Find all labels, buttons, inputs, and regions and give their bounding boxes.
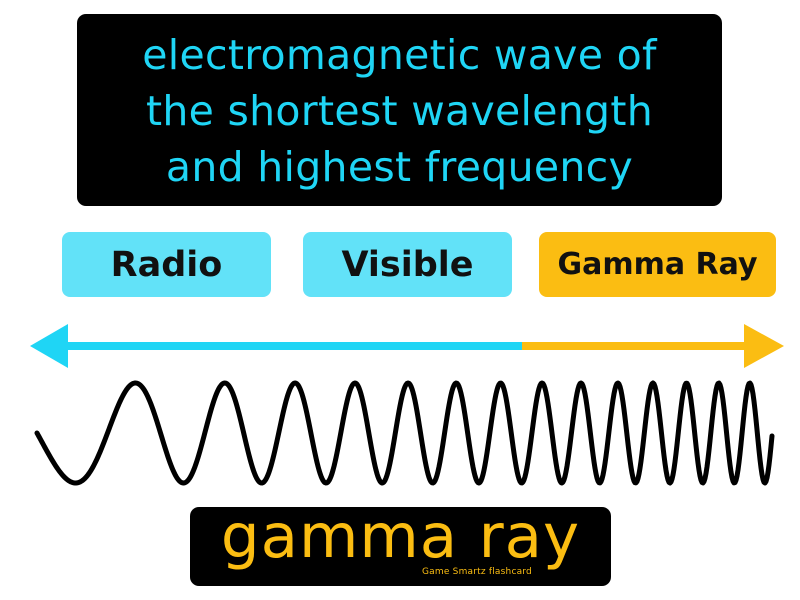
arrow-head-right-icon <box>744 324 784 368</box>
term-title: gamma ray <box>220 501 581 572</box>
credit-text: Game Smartz flashcard <box>422 567 532 577</box>
radio-label: Radio <box>62 232 271 297</box>
term-box: gamma ray Game Smartz flashcard <box>190 501 611 586</box>
definition-line-3: and highest frequency <box>165 143 634 191</box>
arrow-head-left-icon <box>30 324 68 368</box>
definition-text: electromagnetic wave of the shortest wav… <box>142 27 656 195</box>
wave-line <box>34 380 775 486</box>
visible-label: Visible <box>303 232 512 297</box>
definition-line-1: electromagnetic wave of <box>142 31 657 79</box>
definition-line-2: the shortest wavelength <box>145 87 654 135</box>
double-arrow <box>30 324 784 368</box>
gamma-ray-label: Gamma Ray <box>539 232 776 297</box>
definition-box: electromagnetic wave of the shortest wav… <box>77 14 722 206</box>
